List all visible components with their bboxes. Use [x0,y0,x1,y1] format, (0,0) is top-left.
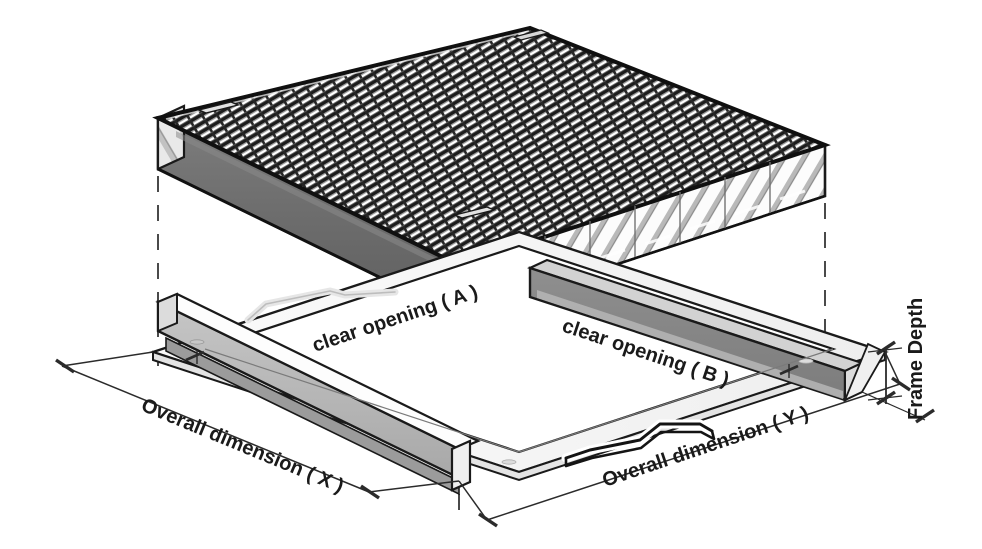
ext-line-frame-depth-top [867,347,903,353]
lifting-handle-left-outline [247,290,396,321]
frame-front-apron [152,350,886,482]
frame-slot-right [798,358,814,364]
frame-right-rail-inner [537,290,843,399]
grating-lock-tab-top [511,29,551,41]
grating-panel [152,25,831,319]
arrow-opening-a-start [185,350,205,362]
frame-slot-left [189,339,205,345]
grating-side-sheen [176,131,452,272]
arrow-x-start [55,358,75,374]
arrow-y-start [478,512,498,528]
grating-lock-tab-near [196,101,241,114]
arrow-frame-depth-top [876,340,896,356]
arrow-frame-depth-leader [915,408,935,424]
label-frame-depth: Frame Depth [905,298,927,420]
frame-seat-line-left [204,348,520,453]
frame-left-lower-band [165,336,460,496]
leader-frame-depth [861,391,926,421]
grating-perimeter-band [152,25,831,268]
arrow-y-end [891,376,911,392]
frame-center-post [450,439,472,492]
ext-line-x-start [61,351,154,367]
ext-line-y-end [884,351,901,385]
frame-left-return-leg [157,292,178,333]
dimension-annotations [55,340,935,528]
ext-line-y-start [458,480,488,521]
arrow-x-end [360,484,380,500]
dim-line-y [486,383,901,521]
grating-lock-tab-far [452,206,497,219]
ext-line-x-end [368,480,460,493]
lifting-handle-right [561,419,717,468]
ext-line-frame-depth-bottom [867,395,903,401]
frame-slot-center [501,459,517,465]
dim-line-x [61,365,370,493]
frame-seat-line-right [518,348,834,453]
